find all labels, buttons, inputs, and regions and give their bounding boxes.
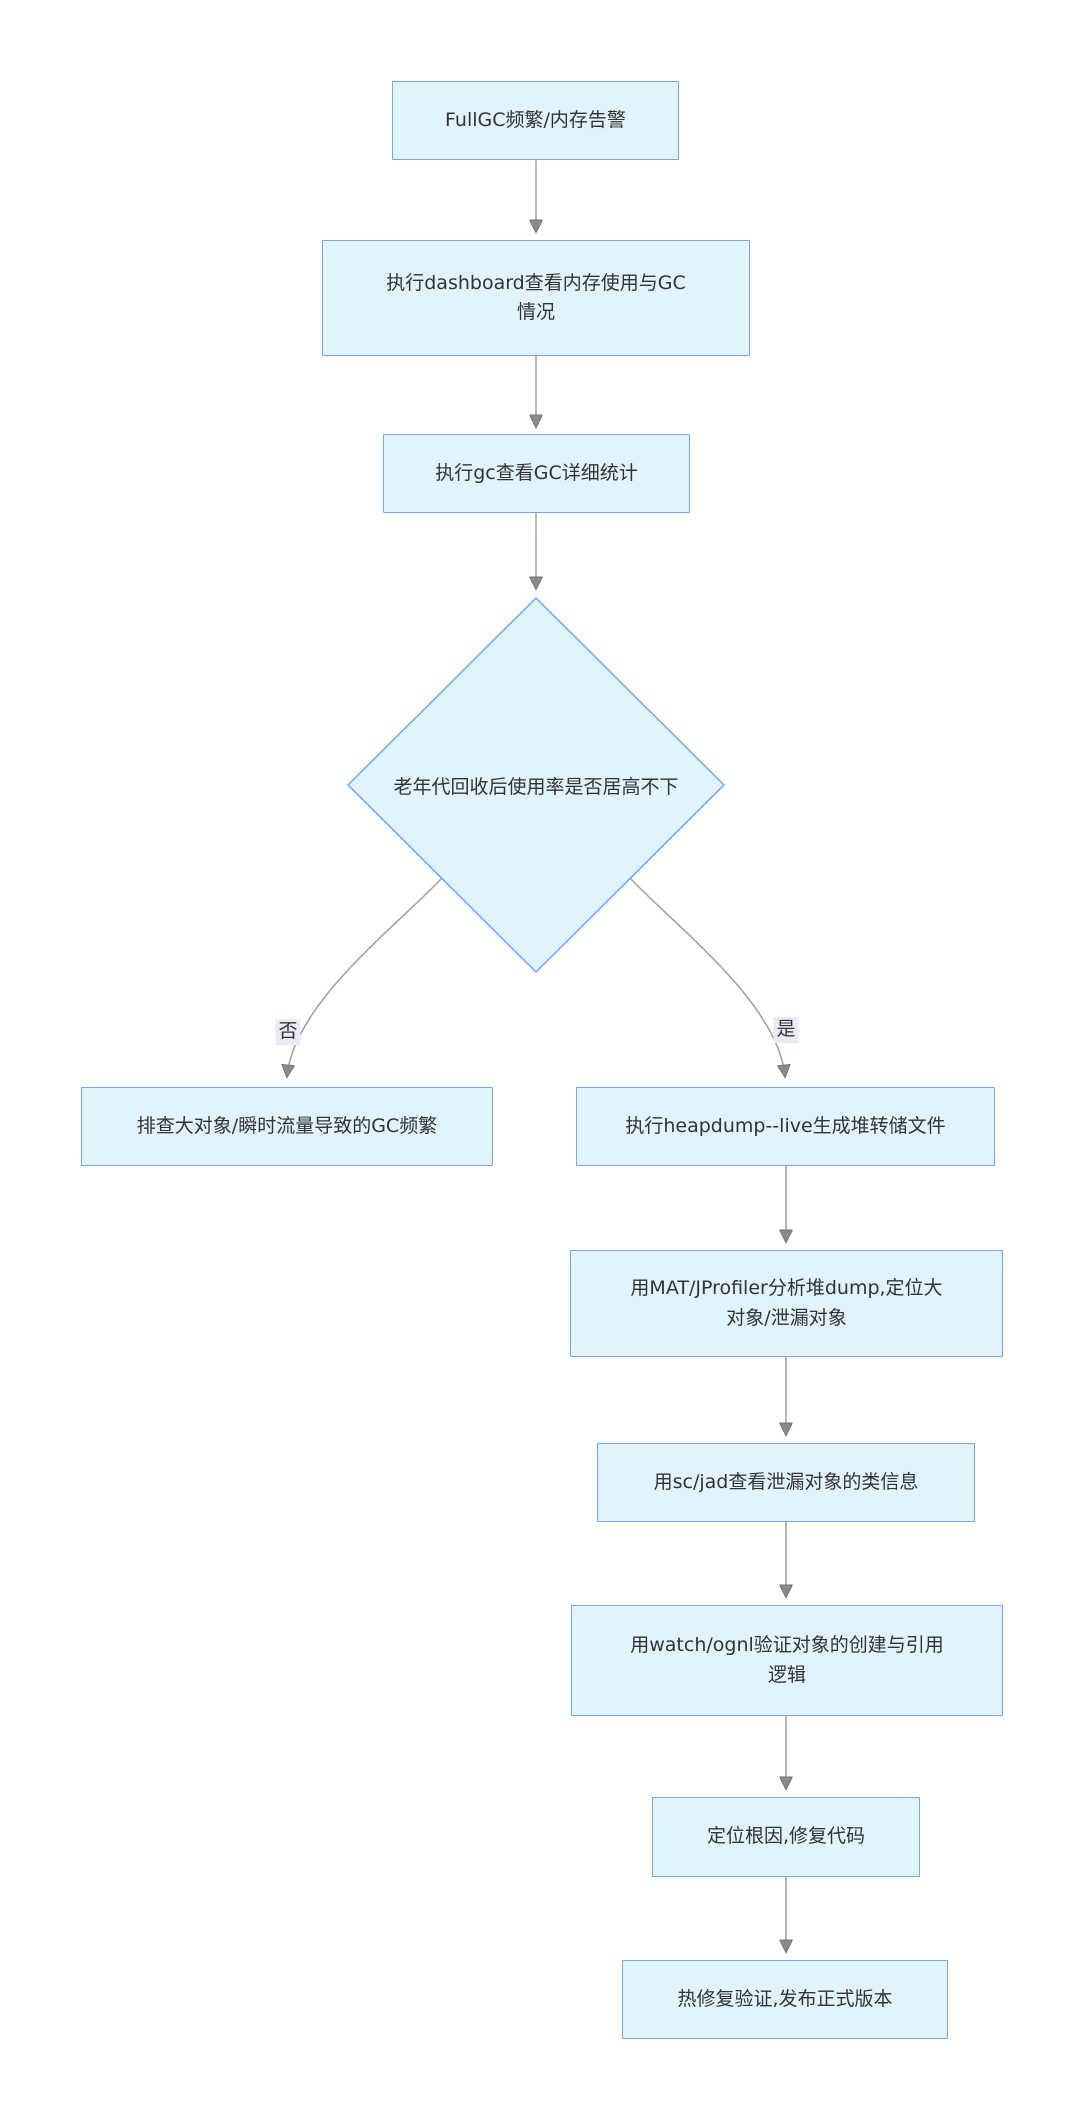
edge-decision-yes [628,876,785,1076]
node-label: FullGC频繁/内存告警 [445,108,626,131]
node-hotfix-release: 热修复验证,发布正式版本 [622,1960,948,2039]
edge-label-yes: 是 [773,1017,799,1043]
node-sc-jad-class-info: 用sc/jad查看泄漏对象的类信息 [597,1443,975,1522]
node-heapdump: 执行heapdump--live生成堆转储文件 [576,1087,995,1166]
edge-decision-no [287,876,444,1076]
node-label: 执行gc查看GC详细统计 [435,461,638,484]
node-dashboard-check: 执行dashboard查看内存使用与GC情况 [322,240,750,356]
node-label: 用sc/jad查看泄漏对象的类信息 [653,1470,919,1493]
node-label: 用MAT/JProfiler分析堆dump,定位大对象/泄漏对象 [630,1277,943,1329]
decision-node-shape [346,596,726,974]
node-mat-analysis: 用MAT/JProfiler分析堆dump,定位大对象/泄漏对象 [570,1250,1003,1357]
node-fix-code: 定位根因,修复代码 [652,1797,920,1877]
decision-node-label: 老年代回收后使用率是否居高不下 [376,763,696,807]
node-watch-ognl-verify: 用watch/ognl验证对象的创建与引用逻辑 [571,1605,1003,1716]
node-label: 排查大对象/瞬时流量导致的GC频繁 [136,1114,438,1137]
node-label: 执行dashboard查看内存使用与GC情况 [386,271,686,323]
node-label: 定位根因,修复代码 [706,1825,866,1848]
node-label: 用watch/ognl验证对象的创建与引用逻辑 [630,1634,944,1686]
node-large-object-check: 排查大对象/瞬时流量导致的GC频繁 [81,1087,493,1166]
node-label: 执行heapdump--live生成堆转储文件 [625,1114,946,1137]
node-gc-stats: 执行gc查看GC详细统计 [383,434,690,513]
edge-label-no: 否 [275,1019,301,1045]
node-label: 热修复验证,发布正式版本 [677,1987,893,2010]
node-label: 老年代回收后使用率是否居高不下 [393,775,679,798]
node-fullgc-alert: FullGC频繁/内存告警 [392,81,679,160]
